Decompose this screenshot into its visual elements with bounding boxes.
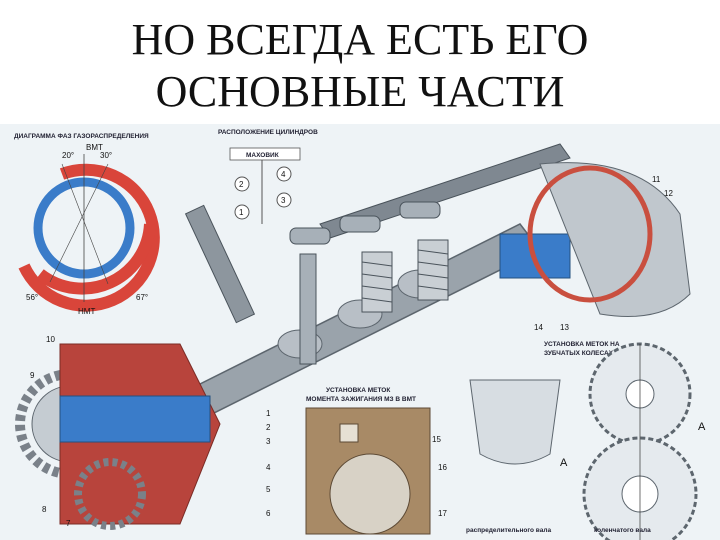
callout-6: 6 (266, 509, 271, 518)
flywheel-disc (329, 453, 411, 535)
angle-20-label: 20° (62, 151, 74, 160)
callout-3: 3 (266, 437, 271, 446)
callout-10: 10 (46, 335, 55, 344)
flywheel-label: МАХОВИК (246, 152, 279, 159)
callout-17: 17 (438, 509, 447, 518)
caption-camshaft: распределительного вала (466, 527, 551, 534)
cylinder-2-num: 2 (239, 180, 244, 189)
timing-cover-gasket (527, 165, 653, 303)
title-line-2: ОСНОВНЫЕ ЧАСТИ (155, 67, 565, 116)
gear-marks-label-1: УСТАНОВКА МЕТОК НА (544, 341, 620, 348)
callout-8: 8 (42, 505, 47, 514)
callout-1: 1 (266, 409, 271, 418)
angle-line-2 (49, 163, 109, 283)
valve-spring-1 (361, 251, 393, 313)
camshaft-gear-cutaway: 10 9 8 7 1 2 3 4 5 6 (15, 335, 271, 530)
engine-drawing: ДИАГРАММА ФАЗ ГАЗОРАСПРЕДЕЛЕНИЯ ВМТ 20° … (14, 129, 706, 540)
timing-diagram-title: ДИАГРАММА ФАЗ ГАЗОРАСПРЕДЕЛЕНИЯ (14, 133, 149, 140)
timing-cover: 11 12 14 13 (527, 162, 691, 332)
mark-a-label: A (560, 457, 568, 469)
pulley-gear-teeth (74, 458, 146, 530)
engine-illustration: ДИАГРАММА ФАЗ ГАЗОРАСПРЕДЕЛЕНИЯ ВМТ 20° … (0, 124, 720, 540)
inspection-window (339, 423, 359, 443)
valve-spring-2 (417, 239, 449, 301)
callout-9: 9 (30, 371, 35, 380)
cylinder-4-num: 4 (281, 170, 286, 179)
nmt-bottom-label: НМТ (78, 307, 95, 316)
camshaft-gear-segment (469, 379, 561, 465)
gear-marks-inset: УСТАНОВКА МЕТОК НА ЗУБЧАТЫХ КОЛЕСАХ A A … (466, 341, 706, 540)
callout-13: 13 (560, 323, 569, 332)
flywheel-box (229, 147, 301, 161)
callout-12: 12 (664, 189, 673, 198)
cylinder-4-circle (276, 166, 292, 182)
ignition-label-1: УСТАНОВКА МЕТОК (326, 387, 390, 394)
cylinder-1-num: 1 (239, 208, 244, 217)
cylinder-2-circle (234, 176, 250, 192)
cylinder-3-circle (276, 192, 292, 208)
callout-11: 11 (652, 175, 661, 184)
angle-67-label: 67° (136, 293, 148, 302)
crankshaft-nose-section (59, 395, 211, 443)
callout-5: 5 (266, 485, 271, 494)
angle-30-label: 30° (100, 151, 112, 160)
slide-title: НО ВСЕГДА ЕСТЬ ЕГО ОСНОВНЫЕ ЧАСТИ (0, 14, 720, 118)
angle-line-1 (61, 163, 109, 285)
ignition-marks-inset: УСТАНОВКА МЕТОК МОМЕНТА ЗАЖИГАНИЯ МЗ В В… (305, 387, 447, 535)
gear-marks-label-2: ЗУБЧАТЫХ КОЛЕСАХ (544, 350, 614, 357)
cylinder-layout: РАСПОЛОЖЕНИЕ ЦИЛИНДРОВ МАХОВИК 2 4 3 1 (218, 129, 318, 224)
callout-14: 14 (534, 323, 543, 332)
vmt-top-label: ВМТ (86, 143, 103, 152)
cylinder-1-circle (234, 204, 250, 220)
callout-15: 15 (432, 435, 441, 444)
callout-2: 2 (266, 423, 271, 432)
callout-16: 16 (438, 463, 447, 472)
push-rod-1 (299, 253, 317, 365)
ignition-label-2: МОМЕНТА ЗАЖИГАНИЯ МЗ В ВМТ (306, 396, 416, 403)
distributor-shaft (184, 204, 256, 324)
mark-a-label-right: A (698, 421, 706, 433)
title-line-1: НО ВСЕГДА ЕСТЬ ЕГО (131, 15, 589, 64)
rocker-arm-2 (339, 215, 381, 233)
callout-7: 7 (66, 519, 71, 528)
intake-phase-arc (36, 223, 156, 295)
angle-56-label: 56° (26, 293, 38, 302)
cylinder-layout-title: РАСПОЛОЖЕНИЕ ЦИЛИНДРОВ (218, 129, 318, 136)
cylinder-3-num: 3 (281, 196, 286, 205)
valve-timing-diagram: ДИАГРАММА ФАЗ ГАЗОРАСПРЕДЕЛЕНИЯ ВМТ 20° … (14, 133, 160, 316)
rocker-arm-1 (289, 227, 331, 245)
callout-4: 4 (266, 463, 271, 472)
timing-cover-plate (539, 162, 691, 317)
exhaust-phase-arc (18, 163, 160, 312)
caption-crankshaft: коленчатого вала (594, 527, 651, 534)
rocker-arm-3 (399, 201, 441, 219)
